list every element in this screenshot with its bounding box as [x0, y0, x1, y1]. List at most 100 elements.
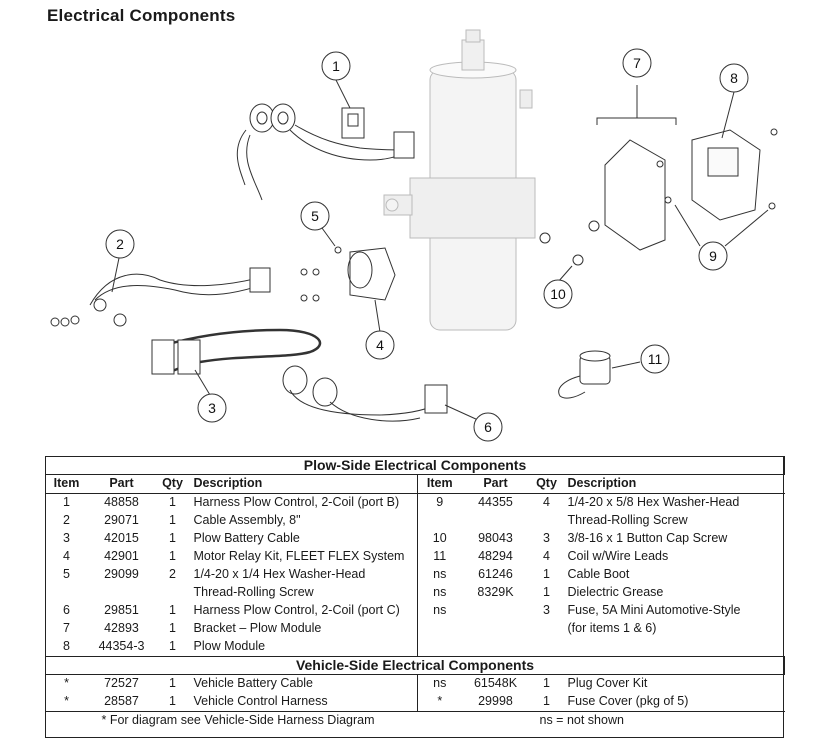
plow-module	[691, 91, 761, 221]
callout-label: 9	[709, 248, 717, 264]
item-cell	[46, 584, 88, 602]
item-cell: 3	[63, 531, 70, 545]
callout-7: 7	[622, 48, 652, 78]
qty-cell	[530, 512, 564, 530]
callout-4: 4	[365, 330, 395, 360]
part-cell	[462, 620, 530, 638]
item-cell: 6	[63, 603, 70, 617]
col-qty-header: Qty	[155, 474, 190, 494]
col-description-header: Description	[563, 474, 785, 494]
part-cell: 61246	[478, 567, 513, 581]
description-cell: Fuse, 5A Mini Automotive-Style	[567, 603, 741, 617]
part-cell: 44355	[478, 495, 513, 509]
item-cell: 10	[417, 530, 462, 548]
part-cell: 72527	[104, 676, 139, 690]
description-cell	[564, 638, 785, 657]
col-part-header: Part	[461, 474, 530, 494]
table-row: * 28587 1 Vehicle Control Harness * 2999…	[46, 693, 785, 712]
callout-label: 1	[332, 58, 340, 74]
item-cell: 4	[63, 549, 70, 563]
qty-cell: 1	[169, 495, 176, 509]
description-cell: Plow Battery Cable	[193, 531, 300, 545]
description-cell: Fuse Cover (pkg of 5)	[567, 694, 689, 708]
description-cell: Harness Plow Control, 2-Coil (port B)	[193, 495, 400, 509]
qty-cell: 1	[543, 585, 550, 599]
page-title: Electrical Components	[47, 6, 236, 25]
qty-cell: 4	[543, 549, 550, 563]
item-cell: 7	[63, 621, 70, 635]
callout-2: 2	[105, 229, 135, 259]
part-cell: 28587	[104, 694, 139, 708]
footer-note: * For diagram see Vehicle-Side Harness D…	[87, 711, 530, 730]
part-cell: 48294	[478, 549, 513, 563]
callout-9: 9	[698, 241, 728, 271]
qty-cell	[530, 638, 564, 657]
plow-battery-cable	[151, 328, 322, 396]
description-cell: Thread-Rolling Screw	[567, 513, 688, 527]
callout-10: 10	[543, 279, 573, 309]
qty-cell: 1	[169, 549, 176, 563]
part-cell: 61548K	[473, 676, 518, 690]
item-cell: ns	[417, 584, 462, 602]
table-row: 6 29851 1 Harness Plow Control, 2-Coil (…	[46, 602, 785, 620]
item-cell: ns	[417, 566, 462, 584]
vehicle-section-heading-row: Vehicle-Side Electrical Components	[45, 656, 785, 675]
bracket-plow-module	[596, 85, 677, 251]
qty-cell: 1	[169, 531, 176, 545]
col-item-header: Item	[45, 474, 88, 494]
description-cell: Cable Boot	[567, 567, 630, 581]
item-cell: 9	[417, 493, 462, 512]
footer-legend: ns = not shown	[529, 711, 785, 730]
callout-label: 10	[550, 286, 566, 302]
callout-3: 3	[197, 393, 227, 423]
callout-label: 8	[730, 70, 738, 86]
callout-8: 8	[719, 63, 749, 93]
item-cell: 5	[63, 567, 70, 581]
description-cell: Bracket – Plow Module	[193, 621, 322, 635]
qty-cell: 1	[169, 621, 176, 635]
callout-label: 3	[208, 400, 216, 416]
hydraulic-pump-unit	[383, 29, 536, 331]
part-cell: 42901	[104, 549, 139, 563]
item-cell: 8	[63, 639, 70, 653]
description-cell: (for items 1 & 6)	[567, 621, 657, 635]
qty-cell	[530, 620, 564, 638]
item-cell	[417, 512, 462, 530]
motor-relay-kit	[300, 247, 396, 333]
description-cell: Coil w/Wire Leads	[567, 549, 669, 563]
qty-cell: 1	[543, 676, 550, 690]
table-row: 1 48858 1 Harness Plow Control, 2-Coil (…	[46, 493, 785, 512]
col-part-header: Part	[87, 474, 156, 494]
item-cell: *	[64, 676, 69, 690]
qty-cell	[156, 584, 190, 602]
part-cell: 98043	[478, 531, 513, 545]
callout-5: 5	[300, 201, 330, 231]
part-cell	[462, 512, 530, 530]
description-cell: Thread-Rolling Screw	[193, 585, 314, 599]
description-cell: Plow Module	[193, 639, 266, 653]
part-cell	[462, 602, 530, 620]
description-cell: Vehicle Battery Cable	[193, 676, 314, 690]
electrical-components-diagram: 1 2 3 4 5 6 7 8 9 10 11	[50, 29, 778, 442]
qty-cell: 3	[543, 603, 550, 617]
table-row: * 72527 1 Vehicle Battery Cable ns 61548…	[46, 674, 785, 693]
plow-section-heading-row: Plow-Side Electrical Components	[45, 456, 785, 475]
description-cell: Plug Cover Kit	[567, 676, 648, 690]
harness-plow-control-port-c	[282, 365, 479, 422]
col-qty-header: Qty	[529, 474, 564, 494]
item-cell: *	[64, 694, 69, 708]
table-row: 2 29071 1 Cable Assembly, 8" Thread-Roll…	[46, 512, 785, 530]
hex-washer-head-screw	[321, 227, 342, 254]
part-cell: 42015	[104, 531, 139, 545]
col-item-header: Item	[417, 474, 462, 494]
description-cell: 3/8-16 x 1 Button Cap Screw	[567, 531, 728, 545]
item-cell: 1	[63, 495, 70, 509]
item-cell	[417, 620, 462, 638]
description-cell: Vehicle Control Harness	[193, 694, 328, 708]
table-row: 7 42893 1 Bracket – Plow Module (for ite…	[46, 620, 785, 638]
item-cell: *	[417, 693, 462, 712]
item-cell: ns	[417, 674, 462, 693]
vehicle-section-heading: Vehicle-Side Electrical Components	[45, 656, 785, 675]
item-cell: 2	[63, 513, 70, 527]
callout-label: 2	[116, 236, 124, 252]
